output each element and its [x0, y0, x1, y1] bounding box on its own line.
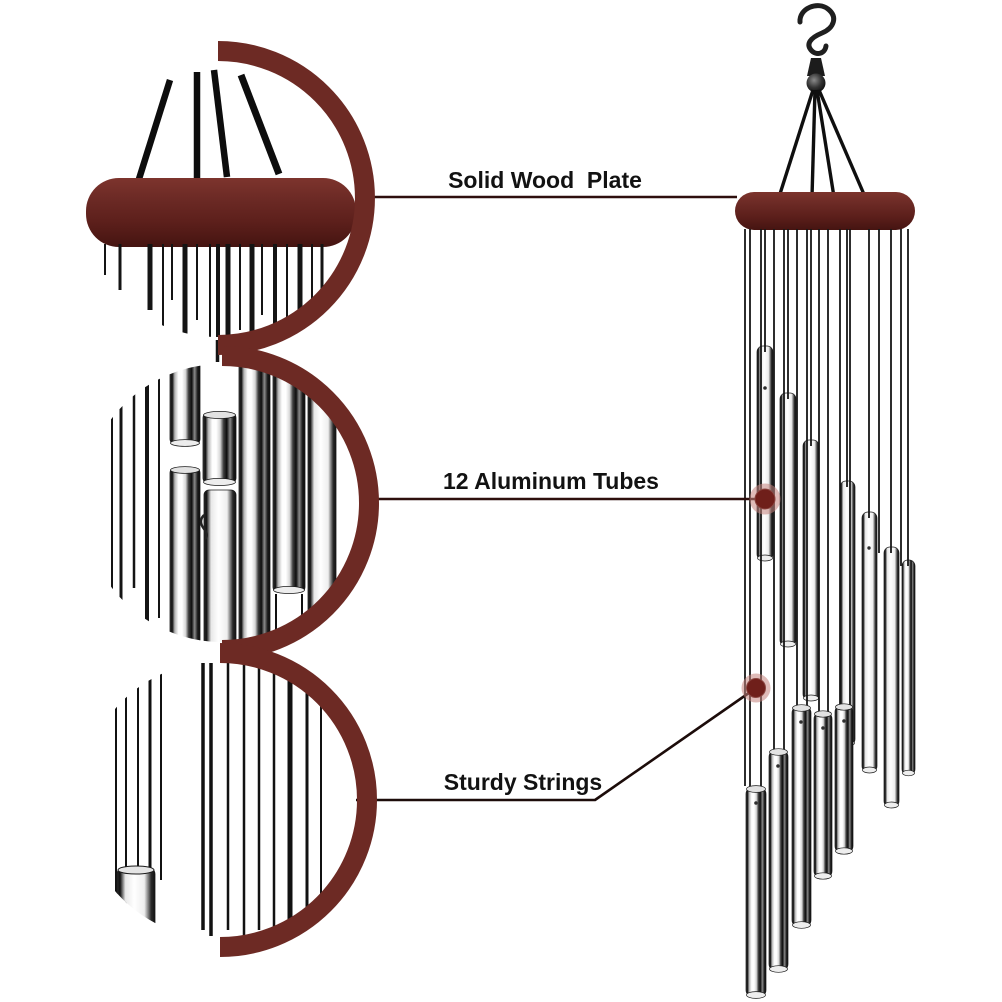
magnifier-ring-1	[217, 41, 375, 355]
inset-wood-plate-closeup	[86, 69, 356, 337]
hanger-strings	[777, 89, 868, 200]
hook-cone	[807, 58, 825, 76]
wood-plate	[735, 192, 915, 230]
magnifier-ring-2	[221, 346, 379, 660]
closeup-tube-cap	[117, 865, 155, 875]
closeup-sturdy-strings	[115, 661, 322, 936]
callout-line-strings	[356, 686, 757, 802]
callout-label-wood-plate: Solid Wood Plate	[448, 167, 642, 193]
inset-aluminum-tubes-closeup	[111, 364, 337, 642]
callout-label-strings: Sturdy Strings	[444, 769, 602, 795]
marker-dot-aluminum-tubes	[749, 483, 781, 515]
magnifier-ring-3	[219, 643, 377, 957]
closeup-tube-top	[116, 867, 156, 939]
marker-dot-strings	[741, 673, 771, 703]
callout-label-aluminum-tubes: 12 Aluminum Tubes	[443, 468, 659, 494]
closeup-wood-plate	[86, 178, 356, 247]
closeup-tube-strings	[111, 364, 160, 642]
inset-strings-closeup	[115, 661, 322, 939]
tube-holes	[754, 386, 871, 805]
closeup-hanger-strings	[135, 69, 283, 180]
wind-chime	[735, 3, 916, 999]
closeup-aluminum-tubes	[169, 364, 337, 642]
tube-strings	[744, 229, 909, 790]
hook-ball	[806, 73, 826, 93]
closeup-plate-strings	[104, 244, 324, 337]
hanging-hook	[797, 3, 837, 56]
closeup-string-hook-detail	[199, 514, 208, 540]
aluminum-tubes-front	[745, 703, 854, 999]
callout-lines	[356, 195, 762, 802]
